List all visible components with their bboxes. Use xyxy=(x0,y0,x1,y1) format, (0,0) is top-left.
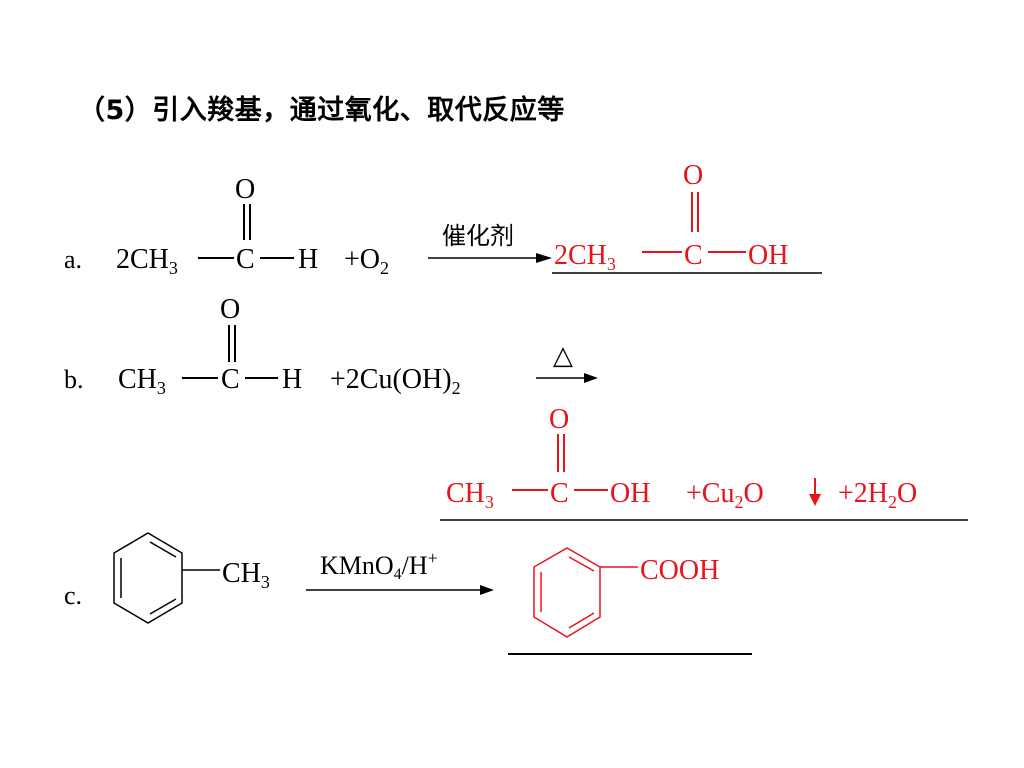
toluene-ring-icon xyxy=(113,532,183,624)
reaction-a-arrow-head xyxy=(536,253,552,263)
reaction-b-heat-condition: △ xyxy=(553,341,573,371)
precipitate-arrow-icon xyxy=(809,494,821,506)
reaction-a-condition: 催化剂 xyxy=(442,222,514,250)
reaction-b-h: H xyxy=(282,364,302,395)
reaction-b-carbonyl-c: C xyxy=(221,364,240,395)
reaction-b-product-ch3: CH3 xyxy=(446,478,494,512)
toluene-ch3: CH3 xyxy=(222,558,270,592)
benzoic-acid-ring-icon xyxy=(533,547,601,638)
reaction-a-reactant-ch3: 2CH3 xyxy=(116,244,178,278)
benzoic-acid-cooh: COOH xyxy=(640,555,719,586)
reaction-c: c. CH3 KMnO4/H+ COOH xyxy=(64,532,752,655)
reaction-c-arrow-head xyxy=(480,585,494,595)
reaction-b-label: b. xyxy=(64,365,84,394)
slide-title: （5）引入羧基，通过氧化、取代反应等 xyxy=(78,95,565,126)
reaction-a-product-o: O xyxy=(683,160,703,191)
reaction-a-plus-o2: +O2 xyxy=(344,244,389,278)
reaction-a-label: a. xyxy=(64,245,82,274)
reaction-a-carbonyl-o: O xyxy=(235,174,255,205)
reaction-c-label: c. xyxy=(64,581,82,610)
reaction-b-product-oh: OH xyxy=(610,478,650,509)
reaction-a-product-oh: OH xyxy=(748,240,788,271)
reaction-b-product-h2o: +2H2O xyxy=(838,478,917,512)
reaction-b: b. CH3 C O H +2Cu(OH)2 △ CH3 C O OH +Cu2… xyxy=(64,294,968,521)
reaction-b-carbonyl-o: O xyxy=(220,294,240,325)
reaction-a-product-c: C xyxy=(684,240,703,271)
reaction-c-condition: KMnO4/H+ xyxy=(320,548,438,583)
reaction-b-reactant-ch3: CH3 xyxy=(118,364,166,398)
reaction-a: a. 2CH3 C O H +O2 催化剂 2CH3 C O OH xyxy=(64,160,822,278)
reaction-b-arrow-head xyxy=(584,373,598,383)
reaction-b-product-o: O xyxy=(549,404,569,435)
reaction-b-product-c: C xyxy=(550,478,569,509)
reaction-a-carbonyl-c: C xyxy=(236,244,255,275)
reaction-b-reagent: +2Cu(OH)2 xyxy=(330,364,461,398)
reaction-a-product-ch3: 2CH3 xyxy=(554,240,616,274)
reaction-b-product-cu2o: +Cu2O xyxy=(686,478,764,512)
reaction-a-h: H xyxy=(298,244,318,275)
